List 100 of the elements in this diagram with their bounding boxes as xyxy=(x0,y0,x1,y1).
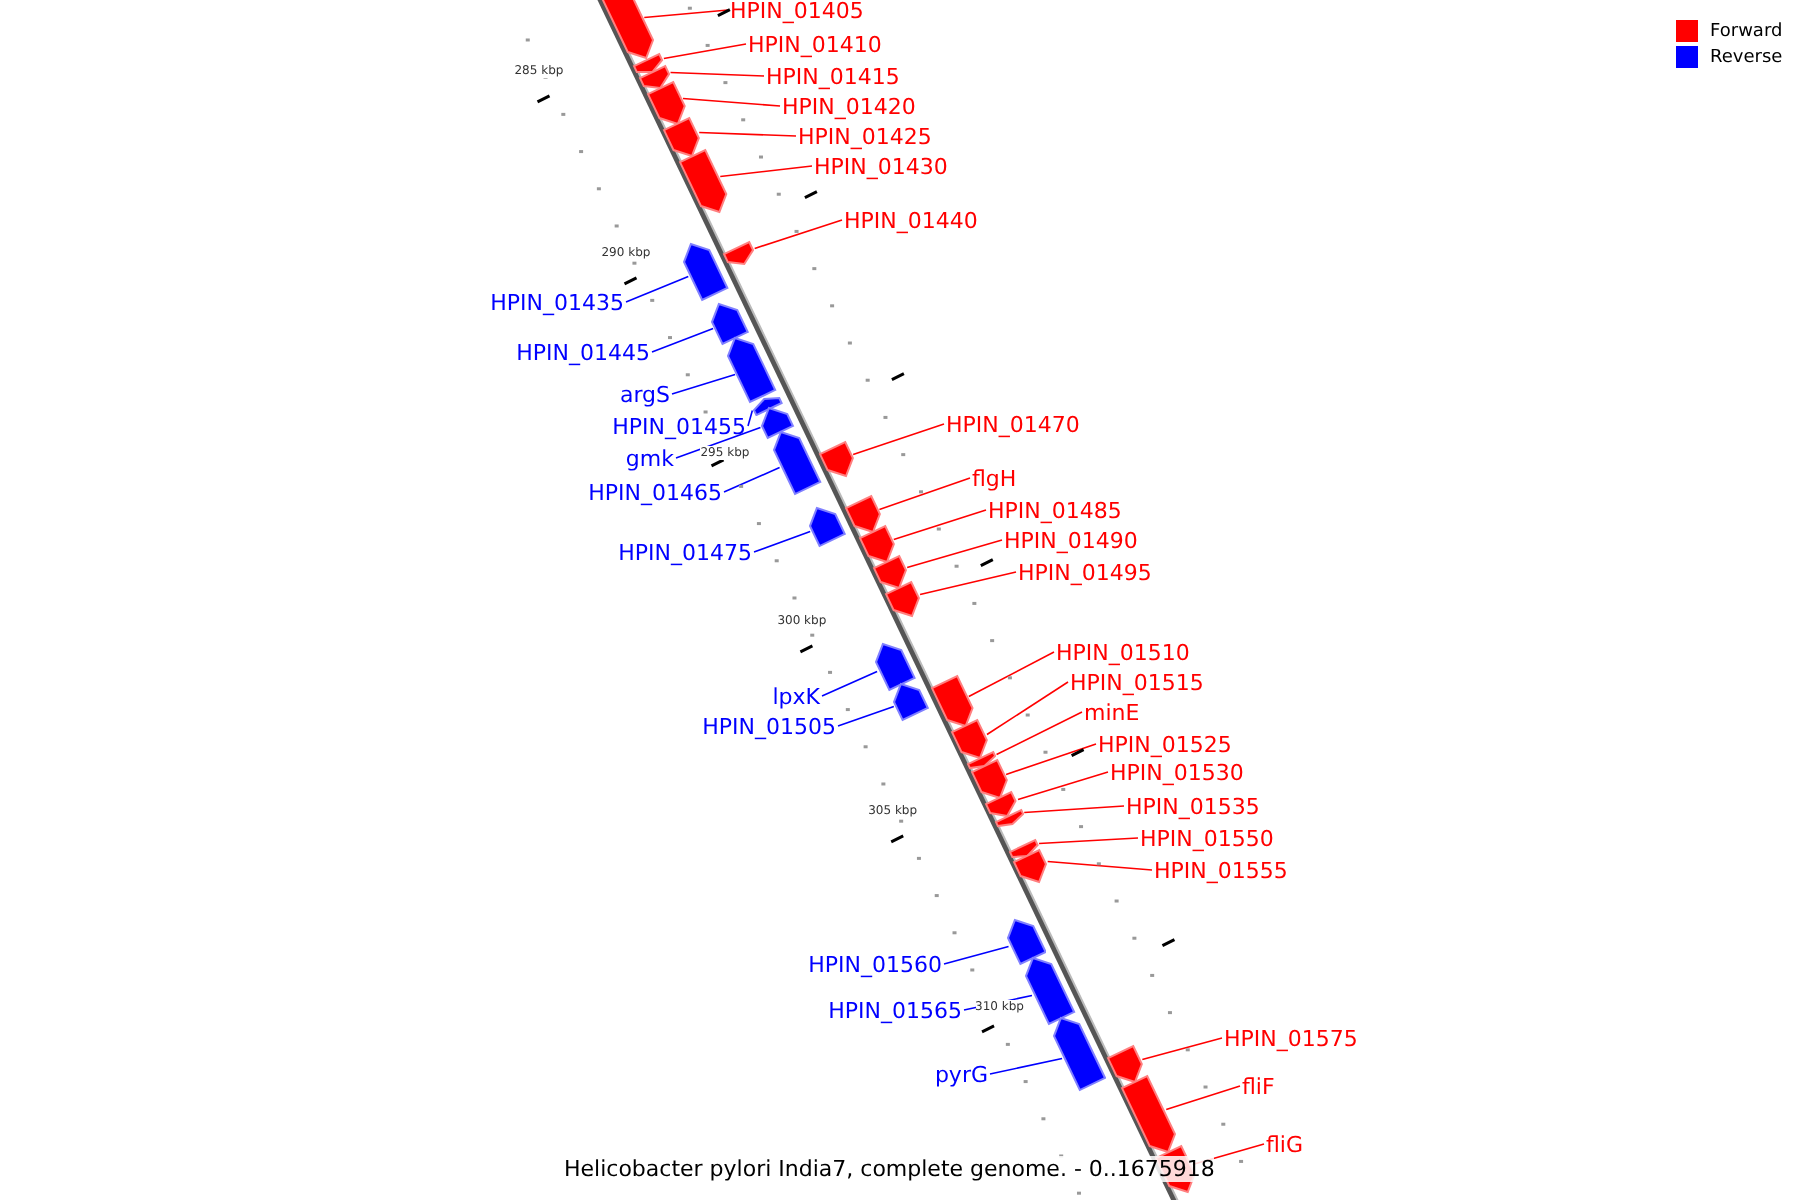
gene-label: HPIN_01435 xyxy=(490,289,624,315)
gene-label: HPIN_01430 xyxy=(814,153,948,179)
gene-feature xyxy=(993,807,1025,828)
gene-label: HPIN_01440 xyxy=(844,207,978,233)
gene-label: pyrG xyxy=(934,1061,988,1087)
gene-feature xyxy=(637,63,671,90)
leader-line xyxy=(675,426,762,459)
gene-feature xyxy=(965,749,997,770)
leader-line xyxy=(943,945,1010,965)
leader-line xyxy=(1017,771,1109,801)
gene-feature xyxy=(1051,1016,1107,1093)
leader-line xyxy=(1165,1085,1241,1111)
gene-feature xyxy=(599,0,655,60)
gene-label: gmk xyxy=(625,445,674,471)
leader-line xyxy=(723,466,781,493)
gene-feature xyxy=(1120,1073,1178,1154)
leader-line xyxy=(1005,743,1097,776)
gene-feature xyxy=(969,757,1009,800)
gene-feature xyxy=(817,439,855,478)
gene-feature xyxy=(662,115,702,158)
gene-label: lpxK xyxy=(772,683,820,709)
gene-label: HPIN_01405 xyxy=(730,0,864,23)
leader-line xyxy=(651,327,714,353)
leader-line xyxy=(719,165,813,178)
gene-feature xyxy=(857,523,896,564)
gene-label: HPIN_01465 xyxy=(588,479,722,505)
gene-label: HPIN_01415 xyxy=(766,63,900,89)
gene-feature xyxy=(771,430,822,497)
gene-feature xyxy=(808,506,847,549)
leader-line xyxy=(1023,805,1125,814)
leader-line xyxy=(682,97,781,107)
leader-line xyxy=(747,409,754,427)
gene-label: HPIN_01505 xyxy=(702,713,836,739)
gene-feature xyxy=(677,147,729,214)
gene-feature xyxy=(681,242,730,303)
gene-label: HPIN_01485 xyxy=(988,497,1122,523)
gene-label: fliG xyxy=(1266,1131,1304,1157)
gene-label: flgH xyxy=(972,465,1017,491)
gene-feature xyxy=(873,642,916,693)
leader-line xyxy=(837,705,895,727)
gene-label: argS xyxy=(619,381,670,407)
leader-line xyxy=(1141,1037,1223,1061)
leader-line xyxy=(669,71,765,77)
leader-line xyxy=(698,131,797,137)
gene-feature xyxy=(631,51,664,74)
leader-line xyxy=(919,571,1017,596)
gene-label: HPIN_01525 xyxy=(1098,731,1232,757)
gene-label: HPIN_01475 xyxy=(618,539,752,565)
leader-line xyxy=(1046,860,1153,871)
gene-feature xyxy=(884,579,922,618)
gene-label: HPIN_01425 xyxy=(798,123,932,149)
gene-label: HPIN_01560 xyxy=(808,951,942,977)
gene-label: HPIN_01575 xyxy=(1224,1025,1358,1051)
gene-label: HPIN_01490 xyxy=(1004,527,1138,553)
gene-label: HPIN_01445 xyxy=(516,339,650,365)
gene-feature xyxy=(1005,918,1047,967)
gene-feature xyxy=(710,302,751,347)
gene-feature xyxy=(760,406,796,441)
leader-line xyxy=(906,539,1003,569)
gene-feature xyxy=(1007,837,1040,859)
gene-feature xyxy=(984,789,1019,818)
gene-label: HPIN_01420 xyxy=(782,93,916,119)
leader-line xyxy=(643,9,729,19)
gene-feature xyxy=(929,673,974,728)
gene-label: HPIN_01530 xyxy=(1110,759,1244,785)
leader-line xyxy=(989,1057,1063,1075)
leader-line xyxy=(625,275,690,303)
leader-line xyxy=(671,373,736,395)
leader-line xyxy=(968,651,1055,698)
leader-line xyxy=(852,423,945,456)
leader-line xyxy=(1038,837,1139,845)
gene-feature xyxy=(752,395,784,417)
gene-feature xyxy=(1023,956,1076,1027)
leader-line xyxy=(753,530,811,553)
gene-label: fliF xyxy=(1242,1073,1275,1099)
gene-label: HPIN_01555 xyxy=(1154,857,1288,883)
leader-line xyxy=(663,43,747,60)
leader-line xyxy=(878,477,971,511)
gene-label: HPIN_01565 xyxy=(828,997,962,1023)
gene-label: HPIN_01515 xyxy=(1070,669,1204,695)
gene-feature xyxy=(871,553,908,590)
leader-line xyxy=(753,219,843,250)
gene-label: HPIN_01455 xyxy=(612,413,746,439)
gene-feature xyxy=(892,682,931,723)
gene-label: minE xyxy=(1084,699,1140,725)
leader-line xyxy=(821,670,878,697)
gene-label: HPIN_01550 xyxy=(1140,825,1274,851)
caption: Helicobacter pylori India7, complete genome. - 0..1675918 xyxy=(564,1156,1215,1182)
gene-feature xyxy=(721,239,755,266)
gene-label: HPIN_01535 xyxy=(1126,793,1260,819)
gene-feature xyxy=(843,493,882,534)
gene-label: HPIN_01470 xyxy=(946,411,1080,437)
leader-line xyxy=(995,711,1083,756)
leader-line xyxy=(892,509,987,541)
gene-label: HPIN_01495 xyxy=(1018,559,1152,585)
gene-label: HPIN_01510 xyxy=(1056,639,1190,665)
gene-label: HPIN_01410 xyxy=(748,31,882,57)
leader-line xyxy=(986,681,1069,736)
legend-label: Forward xyxy=(1710,21,1783,41)
legend-label: Reverse xyxy=(1710,47,1783,67)
